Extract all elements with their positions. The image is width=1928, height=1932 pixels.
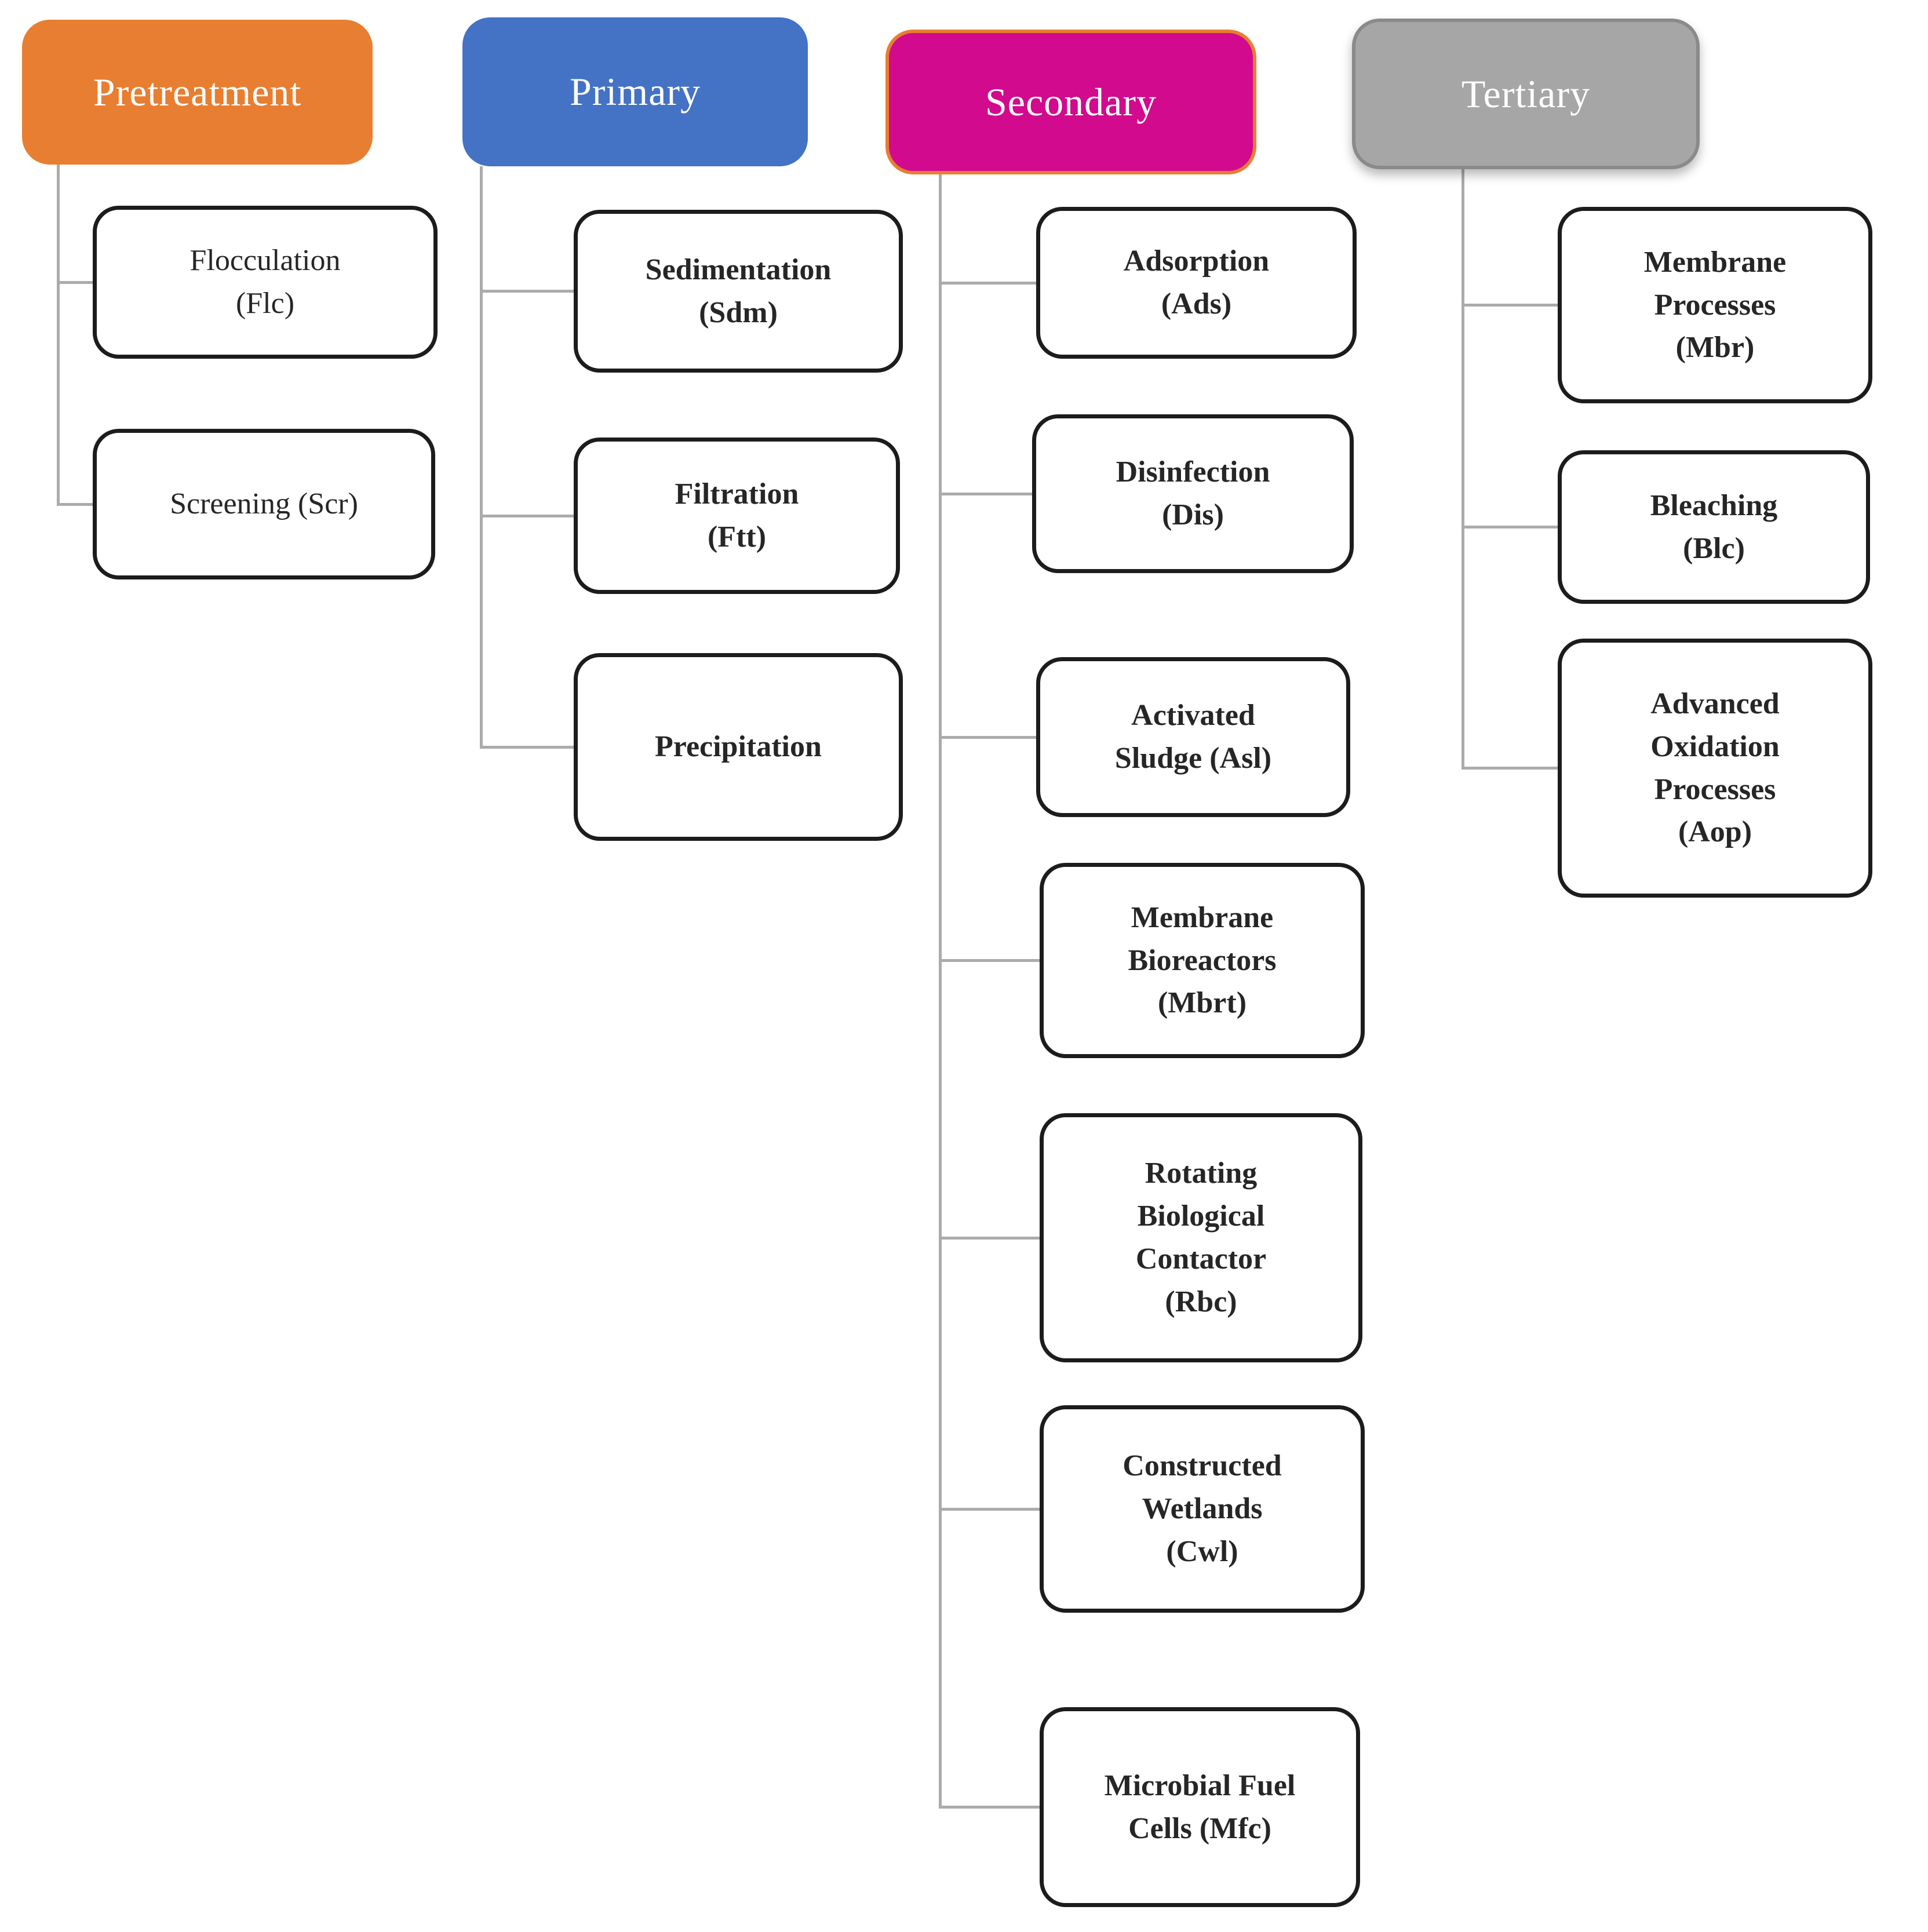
stage-header-label: Tertiary	[1461, 71, 1591, 116]
node-line: Disinfection	[1116, 455, 1270, 489]
stage-header-pretreatment: Pretreatment	[22, 20, 373, 165]
node-line: Oxidation	[1650, 730, 1780, 763]
node-sedimentation: Sedimentation (Sdm)	[574, 210, 903, 373]
connector-stub-activated-sludge	[939, 736, 1036, 739]
node-line: (Mbr)	[1675, 331, 1755, 364]
connector-stub-rotating-biological-contactor	[939, 1237, 1040, 1240]
node-line: (Flc)	[235, 287, 295, 320]
node-line: Bleaching	[1650, 489, 1778, 522]
node-bleaching: Bleaching (Blc)	[1558, 450, 1870, 604]
connector-stub-flocculation	[57, 281, 93, 284]
connector-stub-advanced-oxidation	[1462, 767, 1558, 770]
node-line: (Dis)	[1162, 498, 1224, 531]
node-filtration: Filtration (Ftt)	[574, 438, 900, 594]
stage-header-label: Secondary	[985, 79, 1157, 124]
node-line: Rotating	[1145, 1157, 1258, 1190]
node-membrane-processes: Membrane Processes (Mbr)	[1558, 207, 1872, 403]
node-line: Precipitation	[655, 730, 822, 764]
node-line: Adsorption	[1123, 245, 1270, 278]
connector-stub-adsorption	[939, 282, 1036, 285]
connector-stub-precipitation	[480, 746, 574, 749]
node-constructed-wetlands: Constructed Wetlands (Cwl)	[1040, 1405, 1365, 1613]
stage-header-label: Primary	[569, 70, 701, 114]
node-line: Flocculation	[189, 244, 341, 278]
connector-stub-filtration	[480, 515, 574, 517]
node-line: (Cwl)	[1166, 1534, 1238, 1568]
stage-header-tertiary: Tertiary	[1352, 19, 1700, 169]
node-line: Membrane	[1643, 245, 1787, 279]
node-adsorption: Adsorption (Ads)	[1036, 207, 1357, 359]
node-line: Processes	[1654, 772, 1776, 806]
node-line: Wetlands	[1142, 1492, 1263, 1526]
node-line: Cells (Mfc)	[1128, 1811, 1271, 1845]
connector-stub-microbial-fuel-cells	[939, 1806, 1040, 1809]
node-line: Biological	[1137, 1200, 1265, 1233]
node-disinfection: Disinfection (Dis)	[1032, 414, 1354, 573]
node-line: Membrane	[1131, 901, 1274, 934]
connector-trunk-secondary	[939, 174, 942, 1808]
connector-stub-screening	[57, 503, 93, 506]
node-membrane-bioreactors: Membrane Bioreactors (Mbrt)	[1040, 863, 1365, 1058]
connector-stub-disinfection	[939, 493, 1032, 495]
stage-header-secondary: Secondary	[885, 30, 1256, 174]
node-line: Contactor	[1135, 1242, 1267, 1275]
connector-stub-membrane-bioreactors	[939, 959, 1040, 962]
node-precipitation: Precipitation	[574, 653, 903, 841]
connector-stub-sedimentation	[480, 290, 574, 293]
node-screening: Screening (Scr)	[93, 429, 435, 579]
connector-stub-bleaching	[1462, 526, 1558, 528]
stage-header-primary: Primary	[462, 17, 808, 166]
node-activated-sludge: Activated Sludge (Asl)	[1036, 657, 1350, 817]
node-line: Microbial Fuel	[1104, 1769, 1296, 1802]
node-line: (Rbc)	[1165, 1285, 1237, 1318]
node-line: (Blc)	[1683, 531, 1745, 565]
connector-trunk-primary	[480, 166, 483, 748]
node-line: (Aop)	[1678, 815, 1752, 849]
node-advanced-oxidation-processes: Advanced Oxidation Processes (Aop)	[1558, 639, 1872, 898]
node-line: (Ads)	[1161, 287, 1232, 320]
connector-trunk-tertiary	[1462, 169, 1464, 769]
node-line: Advanced	[1650, 687, 1780, 720]
node-line: (Ftt)	[707, 520, 767, 553]
node-line: Bioreactors	[1128, 943, 1277, 977]
node-line: (Mbrt)	[1157, 986, 1247, 1020]
connector-stub-constructed-wetlands	[939, 1508, 1040, 1511]
node-line: Sludge (Asl)	[1114, 742, 1272, 775]
node-line: Screening (Scr)	[170, 487, 358, 521]
node-line: Filtration	[675, 477, 799, 511]
node-line: Processes	[1654, 288, 1776, 322]
node-flocculation: Flocculation (Flc)	[93, 206, 438, 359]
node-line: (Sdm)	[699, 296, 778, 329]
connector-stub-membrane-processes	[1462, 304, 1558, 307]
stage-header-label: Pretreatment	[93, 70, 302, 114]
node-line: Sedimentation	[645, 253, 832, 286]
node-line: Constructed	[1122, 1449, 1282, 1483]
node-rotating-biological-contactor: Rotating Biological Contactor (Rbc)	[1040, 1113, 1362, 1362]
node-line: Activated	[1131, 699, 1255, 732]
connector-trunk-pretreatment	[57, 164, 60, 505]
node-microbial-fuel-cells: Microbial Fuel Cells (Mfc)	[1040, 1707, 1360, 1907]
